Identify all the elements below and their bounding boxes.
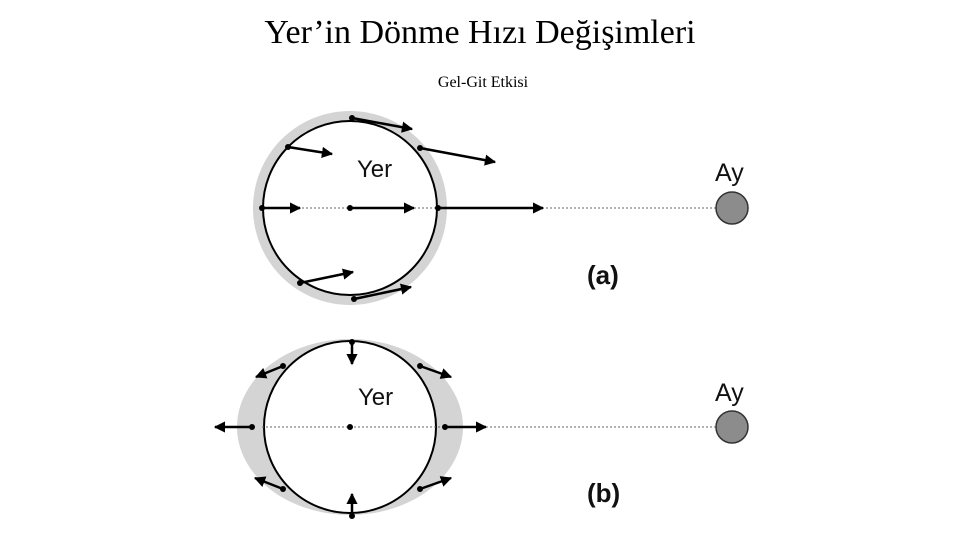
panel-b: Yer Ay (b) [215,339,748,519]
moon-a [716,192,748,224]
arrow-a-near [435,205,543,211]
earth-label-b: Yer [358,384,393,411]
panel-label-b: (b) [587,478,620,508]
panel-a: Yer Ay (a) [253,111,748,305]
moon-label-a: Ay [715,159,744,187]
earth-label-a: Yer [357,156,392,183]
moon-label-b: Ay [715,379,744,407]
moon-b [716,411,748,443]
panel-label-a: (a) [587,260,619,290]
earth-center-b [347,424,353,430]
